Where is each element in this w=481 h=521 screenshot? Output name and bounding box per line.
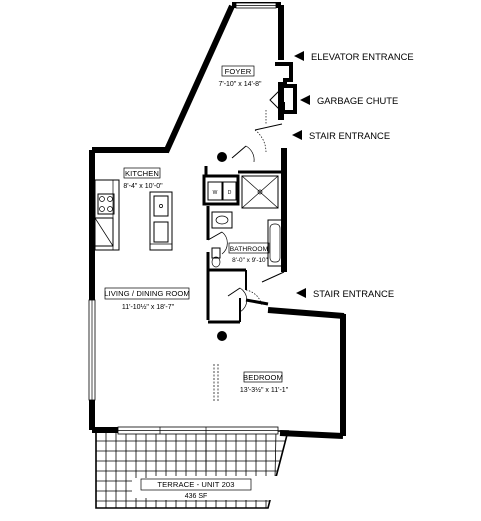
callout-garbage-chute: GARBAGE CHUTE xyxy=(300,95,398,106)
foyer-name: FOYER xyxy=(225,67,252,76)
room-bedroom: BEDROOM 13'-3½" x 11'-1" xyxy=(240,371,289,394)
stair-entrance-upper-label: STAIR ENTRANCE xyxy=(309,130,390,141)
toilet xyxy=(211,247,221,259)
room-foyer: FOYER 7'-10" x 14'-8" xyxy=(218,65,262,88)
bedroom-name: BEDROOM xyxy=(243,373,283,382)
refrigerator xyxy=(94,217,114,247)
arrow-left-icon xyxy=(296,288,306,298)
arrow-left-icon xyxy=(300,95,310,105)
arrow-left-icon xyxy=(294,51,304,61)
dryer-label: D xyxy=(228,190,232,196)
doors xyxy=(207,110,285,402)
vanity xyxy=(211,211,233,229)
cooktop xyxy=(97,193,115,215)
laundry-closet: W D xyxy=(207,181,237,201)
stair-entrance-lower-label: STAIR ENTRANCE xyxy=(313,288,394,299)
living-name: LIVING / DINING ROOM xyxy=(104,289,190,298)
bathroom-fixtures xyxy=(211,175,283,268)
kitchen-fixtures xyxy=(94,179,173,251)
room-kitchen: KITCHEN 8'-4" x 10'-0" xyxy=(123,167,163,190)
interior-walls xyxy=(202,152,284,341)
exterior-walls xyxy=(89,2,346,439)
terrace xyxy=(95,430,290,509)
garbage-chute-label: GARBAGE CHUTE xyxy=(317,95,398,106)
room-terrace: TERRACE - UNIT 203 436 SF xyxy=(140,478,252,500)
room-bathroom: BATHROOM 8'-0" x 9'-10" xyxy=(228,242,270,264)
kitchen-size: 8'-4" x 10'-0" xyxy=(123,183,163,190)
elevator-entrance-label: ELEVATOR ENTRANCE xyxy=(311,51,414,62)
foyer-size: 7'-10" x 14'-8" xyxy=(218,81,262,88)
kitchen-name: KITCHEN xyxy=(125,169,159,178)
arrow-left-icon xyxy=(292,130,302,140)
windows xyxy=(88,2,279,435)
bathroom-size: 8'-0" x 9'-10" xyxy=(232,257,268,264)
callout-stair-entrance-upper: STAIR ENTRANCE xyxy=(292,130,390,141)
kitchen-island xyxy=(149,191,173,251)
shower xyxy=(241,175,279,209)
callout-stair-entrance-lower: STAIR ENTRANCE xyxy=(296,288,394,299)
terrace-name: TERRACE - UNIT 203 xyxy=(157,480,234,489)
room-living-dining: LIVING / DINING ROOM 11'-10½" x 18'-7" xyxy=(104,287,190,311)
bedroom-size: 13'-3½" x 11'-1" xyxy=(240,386,289,394)
callout-elevator-entrance: ELEVATOR ENTRANCE xyxy=(294,51,414,62)
washer-label: W xyxy=(213,190,218,196)
garbage-chute-recess xyxy=(269,62,297,114)
living-size: 11'-10½" x 18'-7" xyxy=(122,303,175,311)
bathroom-name: BATHROOM xyxy=(230,246,268,253)
terrace-size: 436 SF xyxy=(185,493,208,500)
